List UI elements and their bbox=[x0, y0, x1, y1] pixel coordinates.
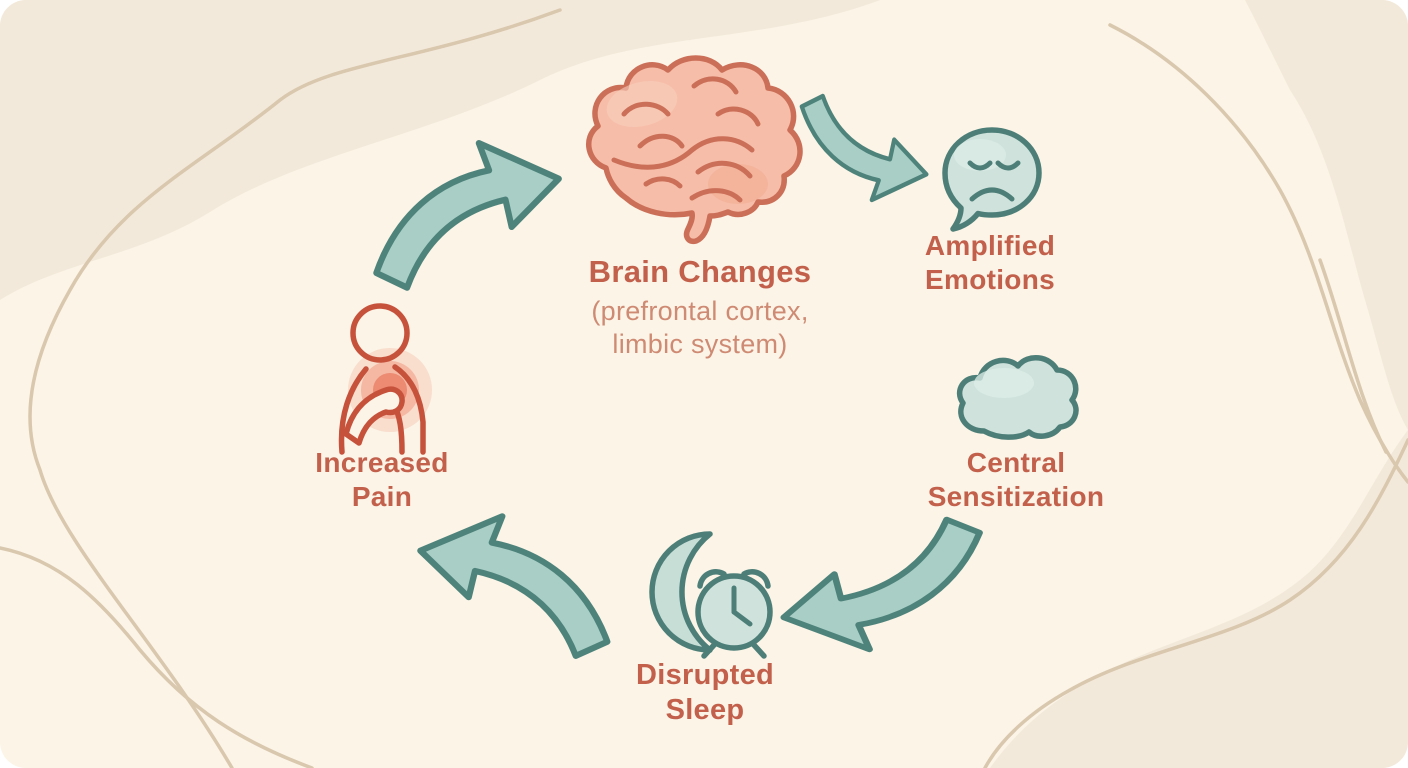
sad-face-speech-bubble-icon bbox=[942, 127, 1042, 232]
decor-blob-top-left bbox=[0, 0, 880, 300]
cycle-arrow-sleep-to-pain bbox=[412, 492, 622, 664]
disrupted-sleep-line-2: Sleep bbox=[665, 694, 745, 727]
person-chest-pain-icon bbox=[338, 303, 432, 455]
disrupted-sleep-line-1: Disrupted bbox=[635, 659, 775, 691]
cycle-arrow-sensitization-to-sleep bbox=[775, 512, 995, 672]
central-sensitization-line-1: Central bbox=[966, 447, 1066, 478]
node-label-central-sensitization: Central Sensitization bbox=[868, 446, 1164, 514]
central-sensitization-line-2: Sensitization bbox=[927, 481, 1105, 513]
decor-blob-top-right bbox=[1245, 0, 1408, 430]
amplified-emotions-line-1: Amplified bbox=[924, 230, 1056, 261]
increased-pain-line-2: Pain bbox=[351, 481, 413, 513]
increased-pain-line-1: Increased bbox=[315, 447, 449, 478]
decor-blob-bottom-right bbox=[990, 430, 1408, 768]
decor-curved-lines bbox=[0, 8, 1408, 768]
cloud-icon bbox=[956, 355, 1079, 440]
node-label-brain-changes: Brain Changes (prefrontal cortex, limbic… bbox=[520, 253, 880, 361]
brain-changes-title: Brain Changes bbox=[588, 254, 812, 289]
node-label-increased-pain: Increased Pain bbox=[266, 446, 498, 514]
brain-icon bbox=[586, 55, 803, 245]
brain-changes-subline-2: limbic system) bbox=[612, 328, 788, 359]
cycle-arrow-brain-to-emotions bbox=[792, 90, 932, 218]
node-label-disrupted-sleep: Disrupted Sleep bbox=[580, 658, 830, 729]
moon-alarm-clock-icon bbox=[649, 531, 773, 659]
node-label-amplified-emotions: Amplified Emotions bbox=[870, 229, 1110, 297]
brain-changes-subline-1: (prefrontal cortex, bbox=[591, 295, 809, 326]
amplified-emotions-line-2: Emotions bbox=[925, 264, 1055, 296]
